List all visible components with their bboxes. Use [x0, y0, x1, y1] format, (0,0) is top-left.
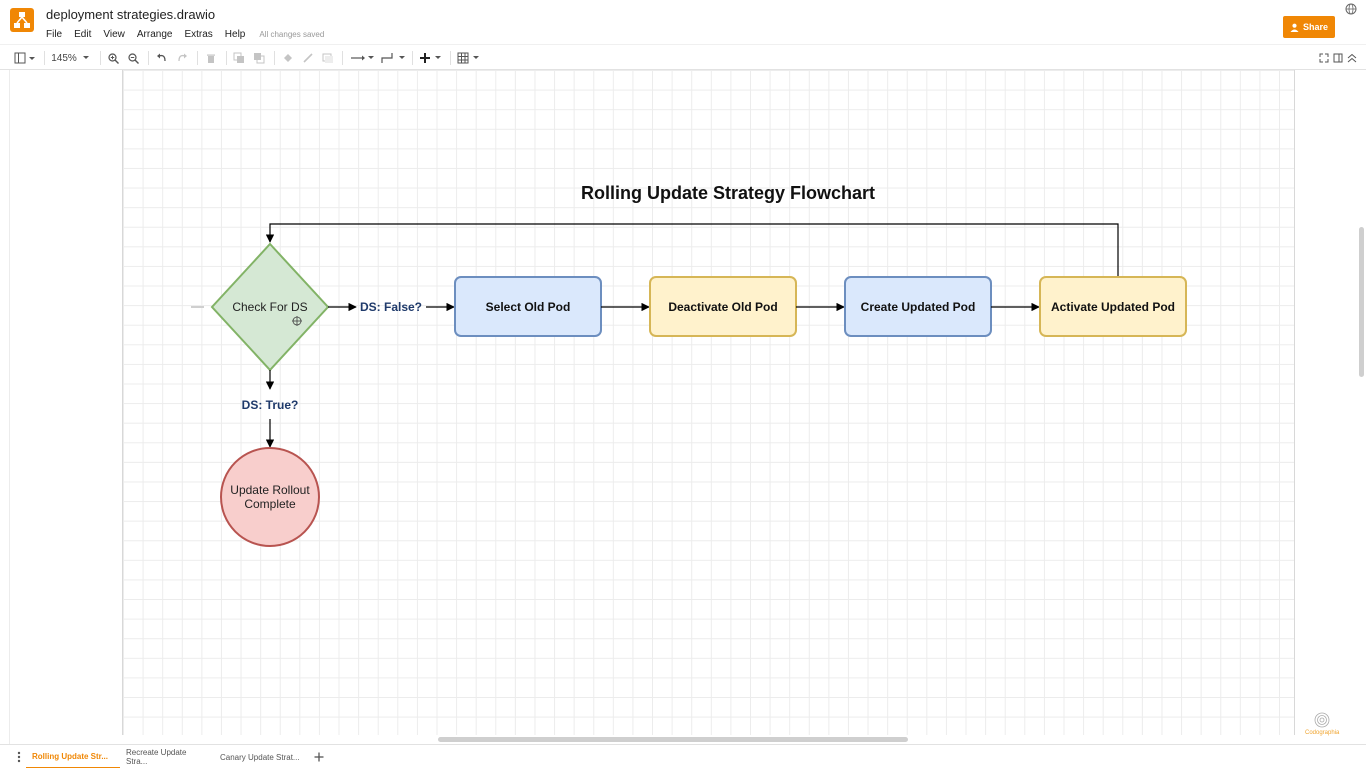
redo-icon[interactable]: [175, 50, 189, 66]
fingerprint-icon: [1314, 712, 1330, 728]
edge-label-false[interactable]: DS: False?: [360, 300, 422, 314]
to-front-icon[interactable]: [232, 50, 246, 66]
move-cursor-icon: [292, 316, 302, 326]
edge-label-true[interactable]: DS: True?: [242, 398, 299, 412]
horizontal-scrollbar[interactable]: [438, 737, 908, 742]
save-status: All changes saved: [259, 29, 325, 39]
document-title[interactable]: deployment strategies.drawio: [46, 7, 216, 22]
chevron-down-icon: [82, 56, 89, 59]
end-label-line2: Complete: [244, 497, 296, 511]
diagram-title[interactable]: Rolling Update Strategy Flowchart: [581, 183, 875, 203]
to-back-icon[interactable]: [252, 50, 266, 66]
toolbar: 145%: [0, 44, 1366, 70]
drawio-logo-icon[interactable]: [10, 8, 34, 32]
waypoints-icon[interactable]: [380, 50, 406, 66]
zoom-out-icon[interactable]: [126, 50, 140, 66]
page-tab-bar: Rolling Update Str... Recreate Update St…: [0, 744, 1366, 768]
step-label: Create Updated Pod: [861, 300, 976, 314]
line-color-icon[interactable]: [301, 50, 315, 66]
diagram-canvas: Rolling Update Strategy Flowchart Check …: [191, 183, 1187, 547]
format-panel-icon[interactable]: [1332, 50, 1344, 66]
zoom-value: 145%: [51, 52, 77, 64]
menu-extras[interactable]: Extras: [184, 28, 213, 40]
share-label: Share: [1302, 22, 1328, 32]
step-activate-updated-pod[interactable]: [1039, 276, 1187, 337]
title-bar: deployment strategies.drawio File Edit V…: [0, 0, 1366, 44]
end-update-rollout-complete[interactable]: [220, 447, 320, 547]
canvas-workspace[interactable]: Rolling Update Strategy Flowchart Check …: [0, 70, 1366, 744]
diagram-page[interactable]: [122, 70, 1295, 735]
shadow-icon[interactable]: [321, 50, 335, 66]
zoom-in-icon[interactable]: [106, 50, 120, 66]
fill-color-icon[interactable]: [281, 50, 295, 66]
menu-arrange[interactable]: Arrange: [136, 28, 173, 40]
add-page-icon[interactable]: [310, 745, 328, 768]
watermark-logo: Codographia: [1305, 712, 1339, 736]
tab-rolling-update[interactable]: Rolling Update Str...: [26, 745, 120, 768]
decision-label: Check For DS: [232, 300, 307, 314]
step-label: Deactivate Old Pod: [668, 300, 777, 314]
menu-file[interactable]: File: [46, 28, 63, 40]
connection-style-icon[interactable]: [349, 50, 375, 66]
collapse-toolbar-icon[interactable]: [1346, 50, 1358, 66]
insert-plus-icon[interactable]: [418, 50, 444, 66]
shapes-panel-collapsed[interactable]: [0, 70, 10, 744]
menu-view[interactable]: View: [103, 28, 125, 40]
zoom-dropdown[interactable]: 145%: [50, 50, 92, 66]
tab-canary-update[interactable]: Canary Update Strat...: [220, 752, 300, 762]
share-button[interactable]: Share: [1283, 16, 1335, 38]
user-icon: [1290, 23, 1299, 32]
vertical-scrollbar[interactable]: [1359, 227, 1364, 377]
menu-bar: File Edit View Arrange Extras Help All c…: [46, 27, 324, 41]
fullscreen-icon[interactable]: [1318, 50, 1330, 66]
tab-recreate-update[interactable]: Recreate Update Stra...: [126, 748, 187, 766]
menu-help[interactable]: Help: [224, 28, 246, 40]
table-icon[interactable]: [456, 50, 482, 66]
end-label-line1: Update Rollout: [230, 483, 310, 497]
pages-menu-icon[interactable]: [12, 745, 26, 768]
step-label: Activate Updated Pod: [1051, 300, 1175, 314]
format-panel-toggle-icon[interactable]: [12, 50, 38, 66]
globe-icon[interactable]: [1345, 3, 1357, 15]
delete-icon[interactable]: [204, 50, 218, 66]
step-label: Select Old Pod: [486, 300, 571, 314]
loop-back-edge[interactable]: [265, 223, 1119, 277]
undo-icon[interactable]: [154, 50, 168, 66]
menu-edit[interactable]: Edit: [74, 28, 92, 40]
watermark-text: Codographia: [1305, 730, 1340, 736]
